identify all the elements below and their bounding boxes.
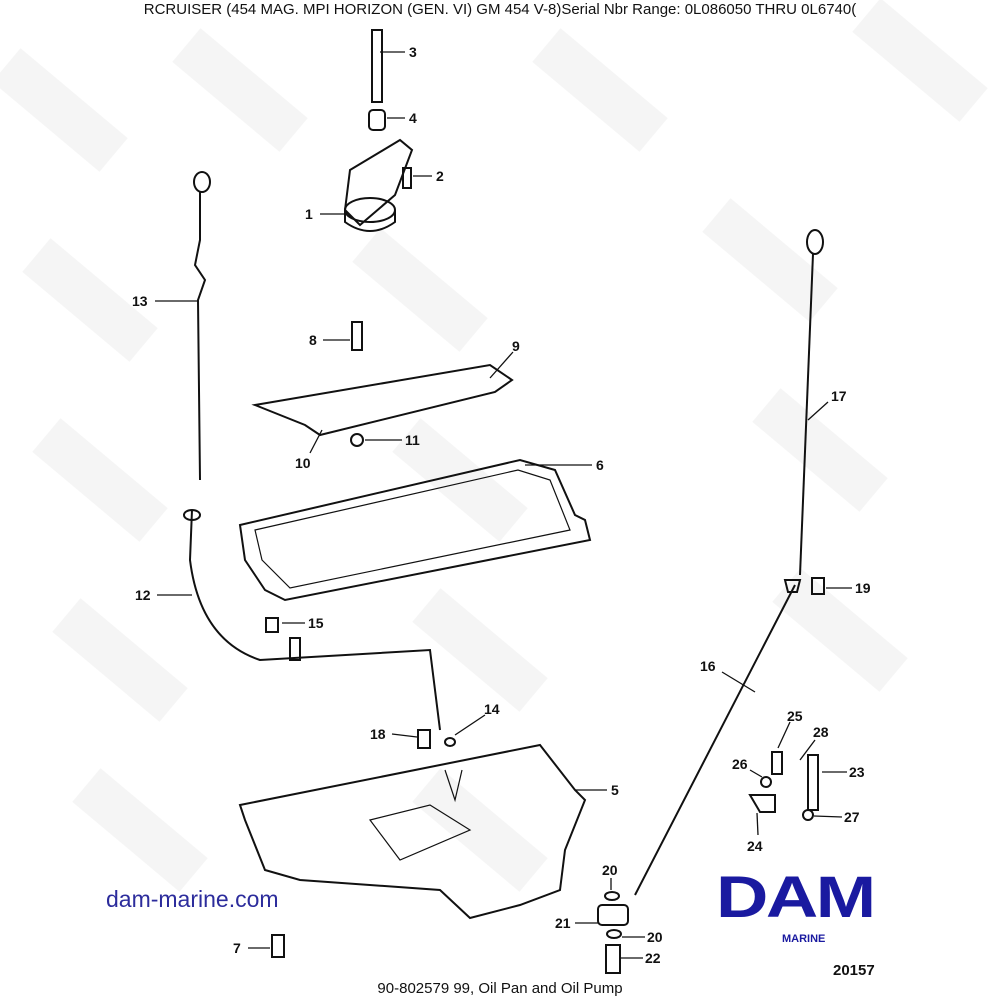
dam-watermark-mark xyxy=(72,768,208,892)
callout-5: 5 xyxy=(611,782,619,798)
callouts: 3 4 2 1 13 8 9 11 10 6 12 15 14 18 5 17 … xyxy=(132,44,871,966)
diagram-code: 20157 xyxy=(833,962,875,979)
callout-1: 1 xyxy=(305,206,313,222)
callout-20-bottom: 20 xyxy=(647,929,663,945)
callout-27: 27 xyxy=(844,809,860,825)
callout-18: 18 xyxy=(370,726,386,742)
dam-logo-subtitle: MARINE xyxy=(782,933,826,945)
dam-watermark-mark xyxy=(772,568,908,692)
callout-12: 12 xyxy=(135,587,151,603)
dam-watermark-mark xyxy=(852,0,988,122)
callout-8: 8 xyxy=(309,332,317,348)
callout-2: 2 xyxy=(436,168,444,184)
dipstick-tube-12 xyxy=(183,509,441,731)
callout-16: 16 xyxy=(700,658,716,674)
dam-watermark-mark xyxy=(0,48,128,172)
dam-logo: DAM xyxy=(716,865,876,930)
bracket-parts xyxy=(748,751,819,821)
dam-watermark-mark xyxy=(702,198,838,322)
diagram-caption: 90-802579 99, Oil Pan and Oil Pump xyxy=(377,980,623,997)
callout-26: 26 xyxy=(732,756,748,772)
oil-pan xyxy=(238,729,587,920)
callout-10: 10 xyxy=(295,455,311,471)
callout-19: 19 xyxy=(855,580,871,596)
callout-3: 3 xyxy=(409,44,417,60)
callout-28: 28 xyxy=(813,724,829,740)
callout-13: 13 xyxy=(132,293,148,309)
callout-17: 17 xyxy=(831,388,847,404)
callout-6: 6 xyxy=(596,457,604,473)
dam-watermark-mark xyxy=(172,28,308,152)
dipstick-13 xyxy=(193,171,211,481)
callout-15: 15 xyxy=(308,615,324,631)
callout-22: 22 xyxy=(645,950,661,966)
callout-14: 14 xyxy=(484,701,500,717)
watermarks xyxy=(0,0,988,892)
oil-pan-gasket xyxy=(238,458,592,602)
callout-7: 7 xyxy=(233,940,241,956)
dam-watermark-mark xyxy=(532,28,668,152)
dam-watermark-mark xyxy=(52,598,188,722)
callout-23: 23 xyxy=(849,764,865,780)
dam-watermark-mark xyxy=(412,588,548,712)
callout-25: 25 xyxy=(787,708,803,724)
dam-watermark-mark xyxy=(752,388,888,512)
dam-watermark-mark xyxy=(392,418,528,542)
callout-4: 4 xyxy=(409,110,417,126)
site-watermark: dam-marine.com xyxy=(106,886,279,912)
dam-watermark-mark xyxy=(22,238,158,362)
dam-watermark-mark xyxy=(352,228,488,352)
oil-baffle xyxy=(251,321,514,447)
callout-9: 9 xyxy=(512,338,520,354)
page-header: RCRUISER (454 MAG. MPI HORIZON (GEN. VI)… xyxy=(143,1,857,18)
callout-20-top: 20 xyxy=(602,862,618,878)
callout-11: 11 xyxy=(405,432,420,448)
callout-24: 24 xyxy=(747,838,763,854)
dam-watermark-mark xyxy=(32,418,168,542)
fittings xyxy=(271,891,629,974)
dam-watermark-mark xyxy=(412,768,548,892)
callout-21: 21 xyxy=(555,915,571,931)
oil-pump-assembly xyxy=(343,29,414,232)
dipstick-17-and-tube-16 xyxy=(634,229,825,896)
